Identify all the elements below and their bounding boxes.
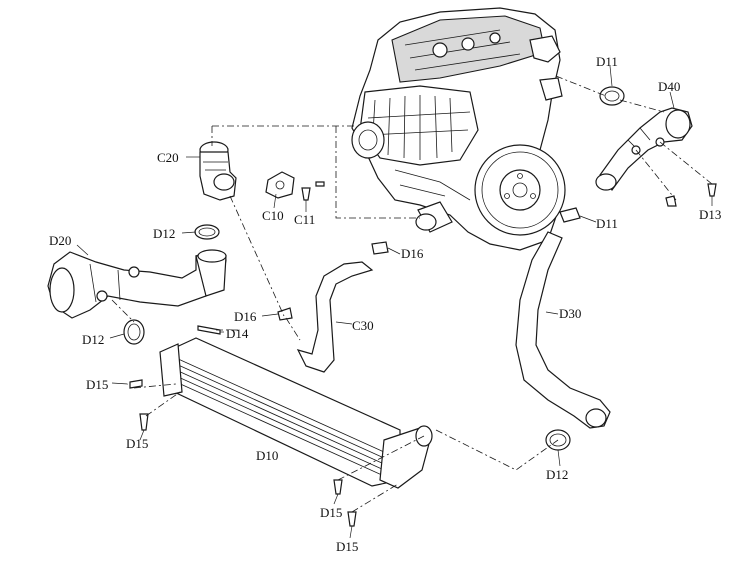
leader-lines (76, 65, 713, 539)
engine-assembly (351, 7, 566, 251)
screw-d14 (197, 325, 221, 335)
label-d15-c: D15 (320, 505, 342, 520)
label-c20: C20 (157, 150, 179, 165)
intercooler-d10 (159, 337, 433, 489)
clamp-d11-mid (559, 207, 581, 223)
screw-d40-a (665, 195, 677, 207)
label-d11-mid: D11 (596, 216, 618, 231)
label-d40: D40 (658, 79, 680, 94)
label-d12-b: D12 (82, 332, 104, 347)
clamp-d16-a (371, 241, 389, 255)
clamp-d12-b (123, 319, 145, 345)
clamp-d12-a (194, 224, 220, 240)
label-d13: D13 (699, 207, 721, 222)
pipe-d40 (595, 107, 693, 191)
screw-d15-d (347, 511, 357, 527)
label-d15-a: D15 (86, 377, 108, 392)
label-d15-d: D15 (336, 539, 358, 554)
screw-d15-b (139, 413, 149, 431)
clamp-d16-b (277, 307, 293, 321)
housing-c20 (199, 141, 237, 201)
screw-c11 (301, 181, 325, 201)
label-c10: C10 (262, 208, 284, 223)
sensor-c10 (265, 171, 295, 199)
label-d15-b: D15 (126, 436, 148, 451)
label-d12-c: D12 (546, 467, 568, 482)
screw-d15-c (333, 479, 343, 495)
hose-d20 (47, 249, 227, 319)
hose-c30 (296, 261, 374, 373)
label-d10: D10 (256, 448, 278, 463)
screw-d13 (707, 183, 717, 197)
hose-d30 (515, 231, 611, 429)
assembly-lines (111, 75, 713, 513)
label-d11-top: D11 (596, 54, 618, 69)
label-d14: D14 (226, 326, 249, 341)
label-c30: C30 (352, 318, 374, 333)
label-d30: D30 (559, 306, 581, 321)
clamp-d11-top (599, 86, 625, 106)
label-d12-a: D12 (153, 226, 175, 241)
label-c11: C11 (294, 212, 315, 227)
label-d16-b: D16 (234, 309, 257, 324)
label-d16-a: D16 (401, 246, 424, 261)
label-d20: D20 (49, 233, 71, 248)
screw-d15-a (129, 379, 143, 389)
